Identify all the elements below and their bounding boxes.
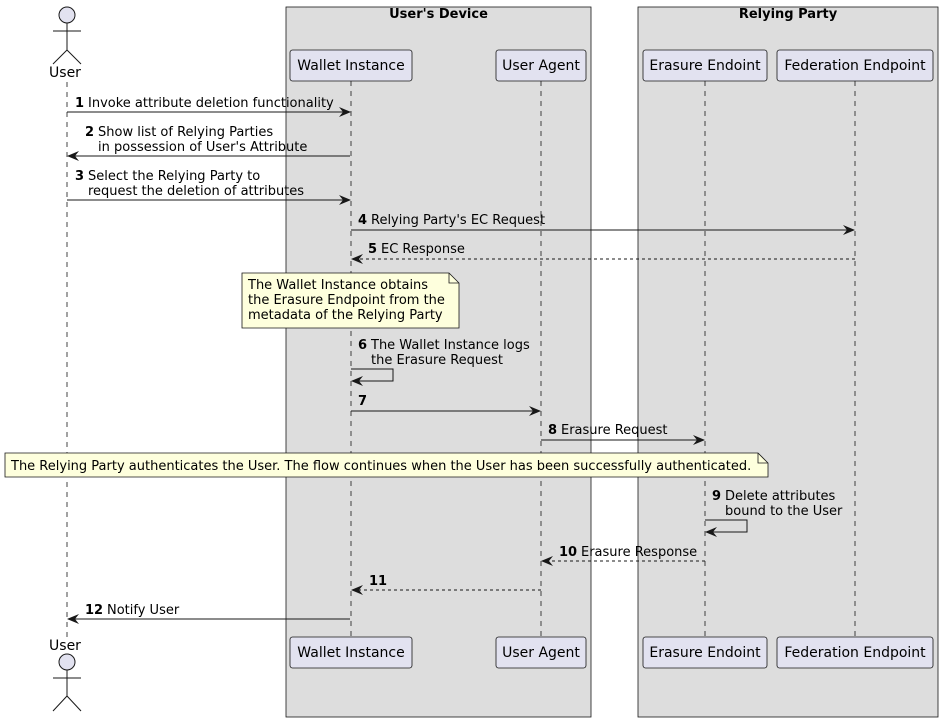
participant-user-agent-bottom: User Agent xyxy=(495,636,587,669)
message-arrow-9 xyxy=(705,519,748,537)
message-number-3: 3 xyxy=(75,169,84,184)
message-number-7: 7 xyxy=(358,394,367,409)
box-relying-party: Relying Party xyxy=(637,6,939,718)
messages xyxy=(67,107,855,624)
message-labels: 1 Invoke attribute deletion functionalit… xyxy=(75,96,843,618)
message-label-5: EC Response xyxy=(381,242,465,257)
note-line: The Relying Party authenticates the User… xyxy=(10,459,751,474)
participant-label: Erasure Endoint xyxy=(649,58,761,74)
message-label-9: bound to the User xyxy=(725,504,843,519)
box-users-device: User's Device xyxy=(285,6,592,718)
participant-federation-endpoint-bottom: Federation Endpoint xyxy=(776,636,934,669)
note-authentication: The Relying Party authenticates the User… xyxy=(4,452,769,478)
box-title-users-device: User's Device xyxy=(389,7,488,22)
message-arrow-6 xyxy=(351,368,394,386)
message-number-8: 8 xyxy=(548,423,557,438)
message-label-9: Delete attributes xyxy=(725,489,836,504)
message-label-8: Erasure Request xyxy=(561,423,668,438)
message-number-12: 12 xyxy=(85,603,103,618)
participant-wallet-instance-top: Wallet Instance xyxy=(289,49,413,82)
message-label-10: Erasure Response xyxy=(581,545,697,560)
message-number-6: 6 xyxy=(358,338,367,353)
box-title-relying-party: Relying Party xyxy=(739,7,838,22)
message-label-12: Notify User xyxy=(107,603,180,618)
note-line: The Wallet Instance obtains xyxy=(247,278,428,293)
message-label-2: in possession of User's Attribute xyxy=(98,140,307,155)
participant-label: Erasure Endoint xyxy=(649,645,761,661)
note-line: the Erasure Endpoint from the xyxy=(248,293,445,308)
participant-federation-endpoint-top: Federation Endpoint xyxy=(776,49,934,82)
message-number-9: 9 xyxy=(712,489,721,504)
actor-stick-figure-icon xyxy=(52,6,82,65)
message-number-11: 11 xyxy=(369,574,387,589)
participant-wallet-instance-bottom: Wallet Instance xyxy=(289,636,413,669)
message-label-2: Show list of Relying Parties xyxy=(98,125,273,140)
participant-label: Federation Endpoint xyxy=(784,58,926,74)
actor-user-label-bottom: User xyxy=(49,638,81,654)
participant-label: Wallet Instance xyxy=(297,645,404,661)
actor-user-bottom: User xyxy=(49,638,82,712)
message-number-4: 4 xyxy=(358,213,367,228)
message-number-5: 5 xyxy=(368,242,377,257)
message-label-3: request the deletion of attributes xyxy=(88,184,304,199)
participant-label: Federation Endpoint xyxy=(784,645,926,661)
actor-user-top: User xyxy=(49,6,82,81)
note-line: metadata of the Relying Party xyxy=(248,308,443,323)
message-label-3: Select the Relying Party to xyxy=(88,169,260,184)
participant-user-agent-top: User Agent xyxy=(495,49,587,82)
participant-label: User Agent xyxy=(502,58,580,74)
message-number-2: 2 xyxy=(85,125,94,140)
message-label-4: Relying Party's EC Request xyxy=(371,213,545,228)
message-number-10: 10 xyxy=(559,545,577,560)
message-number-1: 1 xyxy=(75,96,84,111)
lifelines xyxy=(66,81,856,638)
actor-stick-figure-icon xyxy=(52,653,82,712)
message-label-6: The Wallet Instance logs xyxy=(370,338,530,353)
note-wallet-obtains-endpoint: The Wallet Instance obtains the Erasure … xyxy=(241,272,460,329)
participant-label: Wallet Instance xyxy=(297,58,404,74)
message-label-6: the Erasure Request xyxy=(371,353,503,368)
participant-label: User Agent xyxy=(502,645,580,661)
actor-user-label: User xyxy=(49,65,81,81)
participant-erasure-endpoint-bottom: Erasure Endoint xyxy=(642,636,768,669)
participant-erasure-endpoint-top: Erasure Endoint xyxy=(642,49,768,82)
message-label-1: Invoke attribute deletion functionality xyxy=(88,96,334,111)
